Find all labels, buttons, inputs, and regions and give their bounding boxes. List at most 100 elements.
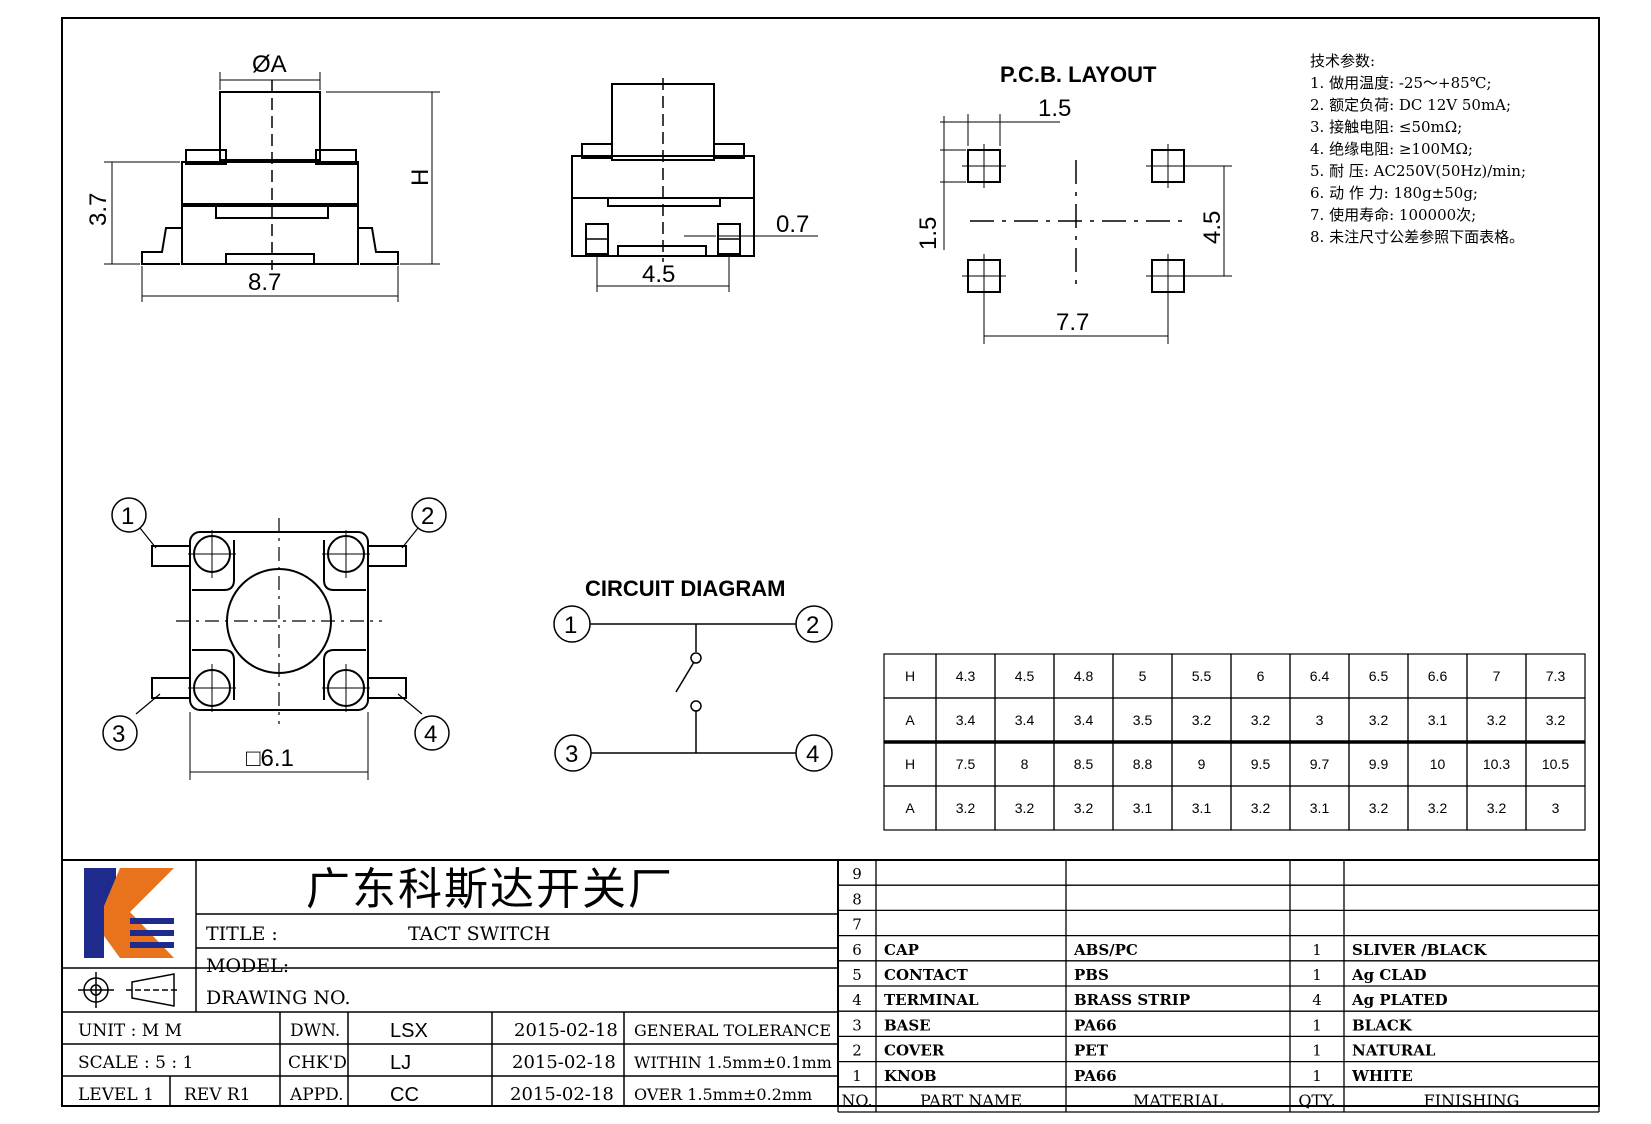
dim-spacing-label: 4.5 <box>642 261 675 288</box>
bom-cell-qty: 4 <box>1312 991 1322 1009</box>
chk-date: 2015-02-18 <box>512 1052 616 1073</box>
bom-cell-no: 9 <box>852 865 862 883</box>
table-cell-value: 6.4 <box>1310 668 1330 684</box>
table-cell-value: 9 <box>1198 756 1206 772</box>
dim-width-label: 8.7 <box>248 269 281 296</box>
bom-cell-finishing: Ag CLAD <box>1351 966 1426 984</box>
table-cell-value: 7 <box>1493 668 1501 684</box>
dim-height-label: 3.7 <box>85 193 112 226</box>
table-cell-value: 3.2 <box>1546 712 1566 728</box>
table-cell-value: 3.2 <box>1074 800 1094 816</box>
table-cell-value: A <box>905 712 915 728</box>
tech-param-item: 8. 未注尺寸公差参照下面表格。 <box>1310 228 1524 246</box>
bom-cell-no: 1 <box>852 1067 862 1085</box>
tech-params: 技术参数: 1. 做用温度: -25～+85℃; 2. 额定负荷: DC 12V… <box>1310 52 1526 246</box>
table-cell-value: 7.5 <box>956 756 976 772</box>
table-cell-value: 5.5 <box>1192 668 1212 684</box>
table-cell-value: 3.2 <box>1015 800 1035 816</box>
bom-cell-material: PA66 <box>1074 1016 1117 1034</box>
bom-cell-finishing: WHITE <box>1351 1067 1413 1085</box>
table-cell-value: 3.2 <box>1428 800 1448 816</box>
unit-label: UNIT : M M <box>78 1021 182 1041</box>
bom-cell-material: PET <box>1074 1042 1109 1060</box>
table-cell-value: 9.5 <box>1251 756 1271 772</box>
top-pin-3: 3 <box>112 721 125 748</box>
bom-cell-finishing: SLIVER /BLACK <box>1352 941 1487 959</box>
tolerance-title: GENERAL TOLERANCE <box>634 1021 831 1040</box>
dwn-label: DWN. <box>290 1021 340 1041</box>
model-label: MODEL: <box>206 955 289 977</box>
tech-params-heading: 技术参数: <box>1310 52 1375 70</box>
bom-cell-part: BASE <box>884 1016 931 1034</box>
tech-param-item: 4. 绝缘电阻: ≥100MΩ; <box>1310 140 1473 158</box>
pcb-dim-pad: 1.5 <box>1038 95 1071 122</box>
table-cell-value: 6.6 <box>1428 668 1448 684</box>
bom-cell-material: PBS <box>1074 966 1109 984</box>
table-cell-value: H <box>905 668 915 684</box>
dim-body-label: □6.1 <box>246 745 294 772</box>
bom-cell-no: 6 <box>852 941 862 959</box>
rev-label: REV R1 <box>184 1085 251 1105</box>
table-cell-value: 3.2 <box>956 800 976 816</box>
bom-cell-material: ABS/PC <box>1073 941 1138 959</box>
pcb-dim-pad-v: 1.5 <box>915 217 942 250</box>
pcb-layout-title: P.C.B. LAYOUT <box>1000 62 1157 87</box>
chk-label: CHK'D <box>288 1053 347 1073</box>
table-cell-value: 9.9 <box>1369 756 1389 772</box>
bom-cell-qty: 1 <box>1312 941 1322 959</box>
pcb-layout <box>940 114 1232 344</box>
circuit-pin-1: 1 <box>564 612 577 639</box>
tech-param-item: 7. 使用寿命: 100000次; <box>1310 206 1476 224</box>
bom-cell-qty: 1 <box>1312 1042 1322 1060</box>
bom-cell-finishing: BLACK <box>1352 1016 1413 1034</box>
bom-header-cell: QTY. <box>1298 1091 1335 1110</box>
top-pin-2: 2 <box>421 503 434 530</box>
pcb-dim-pitch-h: 7.7 <box>1056 309 1089 336</box>
title-label: TITLE : <box>206 923 278 945</box>
top-pin-1: 1 <box>121 503 134 530</box>
projection-symbol-icon <box>78 972 180 1008</box>
appd-date: 2015-02-18 <box>510 1084 614 1105</box>
front-view <box>571 78 818 292</box>
table-cell-value: 3.2 <box>1251 712 1271 728</box>
table-cell-value: 3 <box>1316 712 1324 728</box>
table-cell-value: 3.2 <box>1487 800 1507 816</box>
drawing-no-label: DRAWING NO. <box>206 987 351 1009</box>
tolerance-within: WITHIN 1.5mm±0.1mm <box>634 1053 832 1072</box>
table-cell-value: A <box>905 800 915 816</box>
bom-cell-material: PA66 <box>1074 1067 1117 1085</box>
bom-cell-part: COVER <box>884 1042 945 1060</box>
dim-a-label: ØA <box>252 51 287 78</box>
table-cell-value: 3.2 <box>1251 800 1271 816</box>
bom-cell-no: 8 <box>852 890 862 908</box>
tech-param-item: 5. 耐 压: AC250V(50Hz)/min; <box>1310 162 1526 180</box>
dim-h-label: H <box>407 169 434 186</box>
tech-param-item: 2. 额定负荷: DC 12V 50mA; <box>1310 96 1511 114</box>
sheet-border <box>61 17 1600 1107</box>
table-cell-value: 7.3 <box>1546 668 1566 684</box>
bom-cell-part: CONTACT <box>884 966 969 984</box>
bom-cell-finishing: Ag PLATED <box>1351 991 1448 1009</box>
side-view <box>104 72 440 302</box>
chk-name: LJ <box>390 1052 411 1074</box>
table-cell-value: 3.1 <box>1133 800 1153 816</box>
bom-cell-no: 7 <box>852 916 862 934</box>
top-view <box>102 497 450 780</box>
table-cell-value: 3.4 <box>1074 712 1094 728</box>
appd-name: CC <box>390 1084 419 1106</box>
pcb-dim-pitch-v: 4.5 <box>1199 211 1226 244</box>
company-logo <box>84 868 174 958</box>
bom-cell-no: 4 <box>852 991 862 1009</box>
bom-cell-qty: 1 <box>1312 1016 1322 1034</box>
tech-param-item: 1. 做用温度: -25～+85℃; <box>1310 74 1492 92</box>
table-cell-value: H <box>905 756 915 772</box>
table-cell-value: 6.5 <box>1369 668 1389 684</box>
bom-cell-part: TERMINAL <box>884 991 979 1009</box>
company-name: 广东科斯达开关厂 <box>306 864 674 915</box>
level-label: LEVEL 1 <box>78 1085 154 1105</box>
bom-cell-part: KNOB <box>884 1067 937 1085</box>
table-cell-value: 8.5 <box>1074 756 1094 772</box>
circuit-pin-4: 4 <box>806 741 819 768</box>
circuit-diagram <box>553 605 833 772</box>
